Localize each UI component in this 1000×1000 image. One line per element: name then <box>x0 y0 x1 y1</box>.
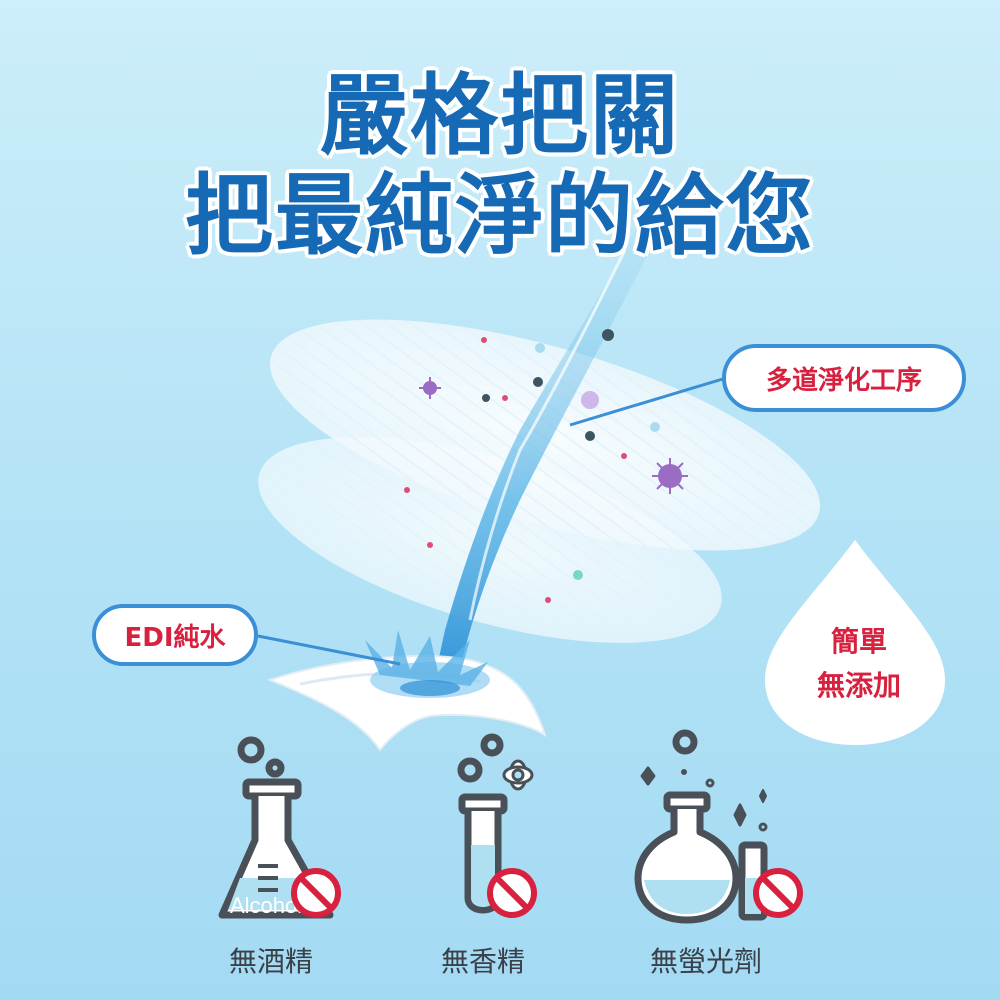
no-fragrance-label: 無香精 <box>440 945 525 978</box>
prohibit-icon <box>291 868 341 918</box>
headline-line-1: 嚴格把關 <box>319 64 680 167</box>
water-splash <box>365 630 490 698</box>
headline-line-2: 把最純淨的給您 <box>184 164 815 267</box>
flask-no-alcohol-icon <box>218 736 334 919</box>
water-drop-badge <box>765 540 945 745</box>
edi-water-callout: EDI純水 <box>92 604 258 666</box>
flask-alcohol-text: Alcohol <box>230 893 302 918</box>
drop-badge-line-2: 無添加 <box>816 669 901 702</box>
drop-badge-text: 簡單 無添加 <box>792 620 926 708</box>
no-fluorescent-label: 無螢光劑 <box>649 945 762 978</box>
drop-badge-line-1: 簡單 <box>830 625 887 658</box>
callout-left-leader <box>257 634 401 666</box>
no-alcohol-label: 無酒精 <box>228 945 313 978</box>
prohibit-icon <box>753 868 803 918</box>
callout-right-leader <box>569 376 727 427</box>
purification-callout: 多道淨化工序 <box>722 344 966 412</box>
prohibit-icon <box>487 868 537 918</box>
particles <box>404 329 660 603</box>
flask-no-fluorescent-icon <box>634 729 768 924</box>
virus-icon <box>419 377 688 494</box>
